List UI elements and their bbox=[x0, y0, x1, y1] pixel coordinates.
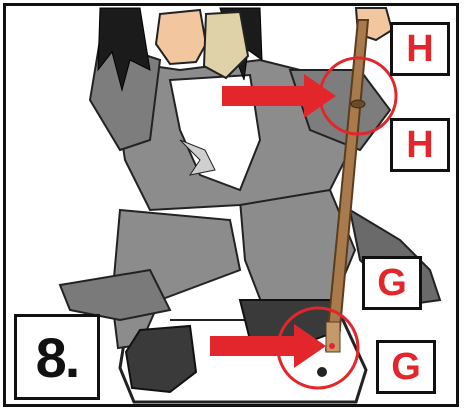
part-label-g-top: G bbox=[362, 256, 422, 310]
step-number-badge: 8. bbox=[14, 314, 100, 400]
base-bolt bbox=[317, 367, 327, 377]
part-label-text: G bbox=[391, 346, 421, 389]
left-hand bbox=[156, 10, 206, 64]
step-number: 8. bbox=[36, 325, 79, 390]
part-label-text: H bbox=[406, 28, 433, 71]
part-label-h-bottom: H bbox=[390, 118, 450, 172]
part-label-text: G bbox=[377, 262, 407, 305]
pole-top-socket bbox=[351, 100, 365, 108]
part-label-h-top: H bbox=[390, 22, 450, 76]
pole-base-marker bbox=[329, 343, 335, 349]
part-label-text: H bbox=[406, 124, 433, 167]
left-boot bbox=[126, 326, 196, 392]
part-label-g-bottom: G bbox=[376, 340, 436, 394]
